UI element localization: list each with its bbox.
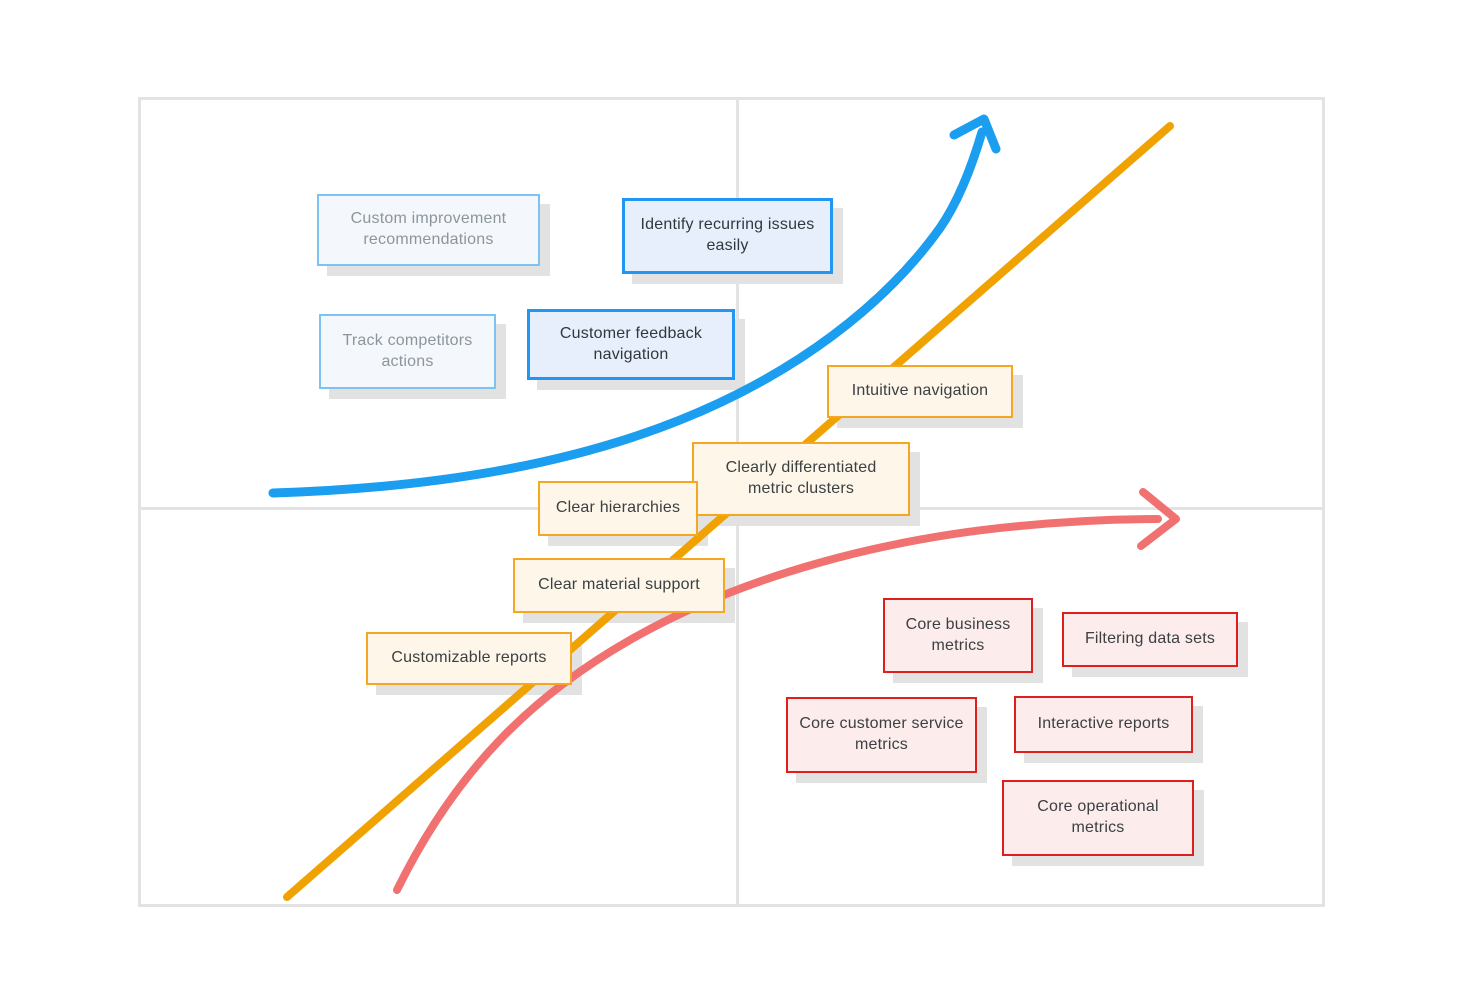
diagram-node[interactable]: Core business metrics bbox=[883, 598, 1033, 673]
diagram-node[interactable]: Clear material support bbox=[513, 558, 725, 613]
diagram-node[interactable]: Core operational metrics bbox=[1002, 780, 1194, 856]
diagram-node[interactable]: Clear hierarchies bbox=[538, 481, 698, 536]
node-label: Clear hierarchies bbox=[555, 499, 681, 517]
basic-needs-curve bbox=[393, 515, 1162, 894]
delighters-curve-arrowhead bbox=[949, 114, 1001, 154]
diagram-node[interactable]: Customizable reports bbox=[366, 632, 572, 685]
node-label: Clearly differentiated metric clusters bbox=[725, 459, 877, 497]
diagram-node[interactable]: Identify recurring issues easily bbox=[622, 198, 833, 274]
node-label: Intuitive navigation bbox=[851, 382, 989, 400]
diagram-node[interactable]: Customer feedback navigation bbox=[527, 309, 735, 380]
node-label: Core business metrics bbox=[905, 615, 1011, 654]
diagram-node[interactable]: Interactive reports bbox=[1014, 696, 1193, 753]
node-label: Custom improvement recommendations bbox=[350, 210, 507, 248]
node-label: Clear material support bbox=[538, 576, 700, 594]
delighters-curve bbox=[268, 127, 987, 498]
node-label: Identify recurring issues easily bbox=[640, 216, 815, 254]
node-label: Customizable reports bbox=[391, 649, 547, 667]
diagram-node[interactable]: Track competitors actions bbox=[319, 314, 496, 389]
basic-needs-curve-arrowhead bbox=[1137, 488, 1180, 550]
diagram-node[interactable]: Filtering data sets bbox=[1062, 612, 1238, 667]
diagram-node[interactable]: Core customer service metrics bbox=[786, 697, 977, 773]
diagram-node[interactable]: Clearly differentiated metric clusters bbox=[692, 442, 910, 516]
node-label: Core customer service metrics bbox=[799, 715, 964, 753]
node-label: Core operational metrics bbox=[1037, 798, 1159, 836]
node-label: Interactive reports bbox=[1037, 715, 1170, 733]
diagram-node[interactable]: Custom improvement recommendations bbox=[317, 194, 540, 266]
node-label: Track competitors actions bbox=[342, 331, 473, 370]
node-label: Filtering data sets bbox=[1084, 630, 1216, 648]
node-label: Customer feedback navigation bbox=[559, 324, 703, 363]
diagram-node[interactable]: Intuitive navigation bbox=[827, 365, 1013, 418]
